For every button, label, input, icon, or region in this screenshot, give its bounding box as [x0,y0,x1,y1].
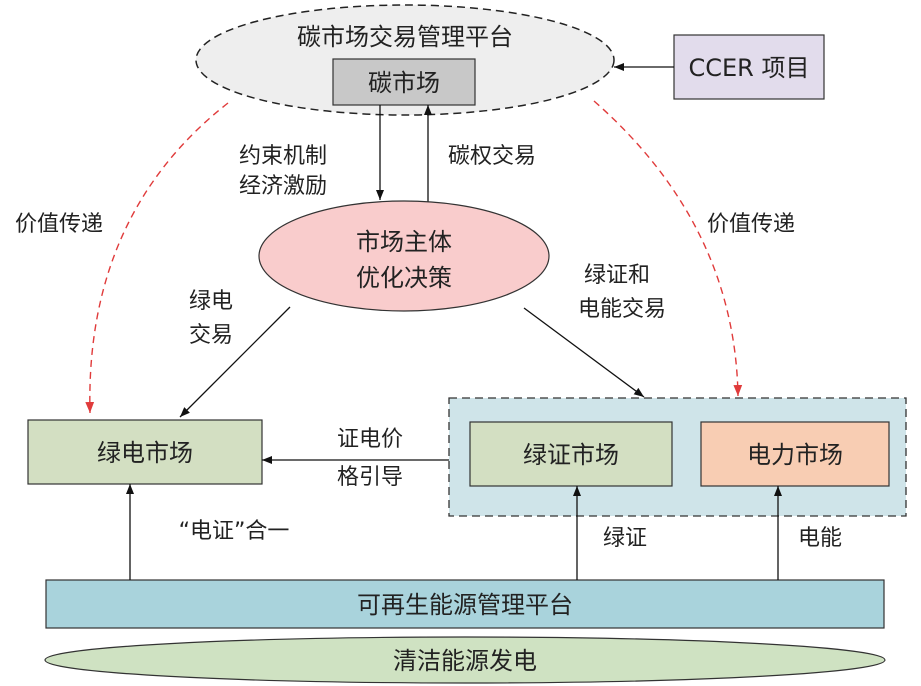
green-power-trade-line1: 绿电 [189,289,233,314]
market-entity-line1: 市场主体 [356,228,452,256]
renewable-platform-bar [45,579,885,629]
market-entity-line2: 优化决策 [356,264,452,292]
power-market-box [700,421,890,487]
green-cert-market-box [469,421,673,487]
green-power-trade-line2: 交易 [189,323,233,348]
renewable-platform-label: 可再生能源管理平台 [357,591,573,619]
market-entity-ellipse [258,200,550,312]
carbon-market-box [332,58,476,106]
carbon-market-label: 碳市场 [368,69,440,97]
green-power-trade-arrow [179,306,291,418]
green-cert-trade-line1: 绿证和 [584,263,650,288]
ccer-project-box [673,34,825,100]
green-cert-trade-line2: 电能交易 [578,297,666,322]
value-transfer-right-curve [593,100,743,397]
carbon-trade-label: 碳权交易 [448,144,536,169]
green-power-market-label: 绿电市场 [97,439,193,467]
clean-generation-label: 清洁能源发电 [393,647,537,675]
electric-energy-label: 电能 [798,526,842,551]
constraint-label-line1: 约束机制 [239,144,327,169]
price-guide-line1: 证电价 [337,427,403,452]
value-transfer-right-label: 价值传递 [707,212,795,237]
green-cert-trade-arrow [523,307,645,398]
green-cert-market-label: 绿证市场 [523,441,619,469]
value-transfer-left-curve [85,102,229,414]
green-power-market-box [27,419,263,485]
clean-generation-ellipse [44,636,886,684]
constraint-label-line2: 经济激励 [239,174,327,199]
price-guide-line2: 格引导 [337,465,403,490]
cert-power-unity-label: “电证”合一 [179,519,290,544]
power-market-label: 电力市场 [747,441,843,469]
ccer-project-label: CCER 项目 [689,54,810,82]
value-transfer-left-label: 价值传递 [15,212,103,237]
green-cert-label: 绿证 [603,526,647,551]
carbon-platform-title: 碳市场交易管理平台 [297,23,513,51]
